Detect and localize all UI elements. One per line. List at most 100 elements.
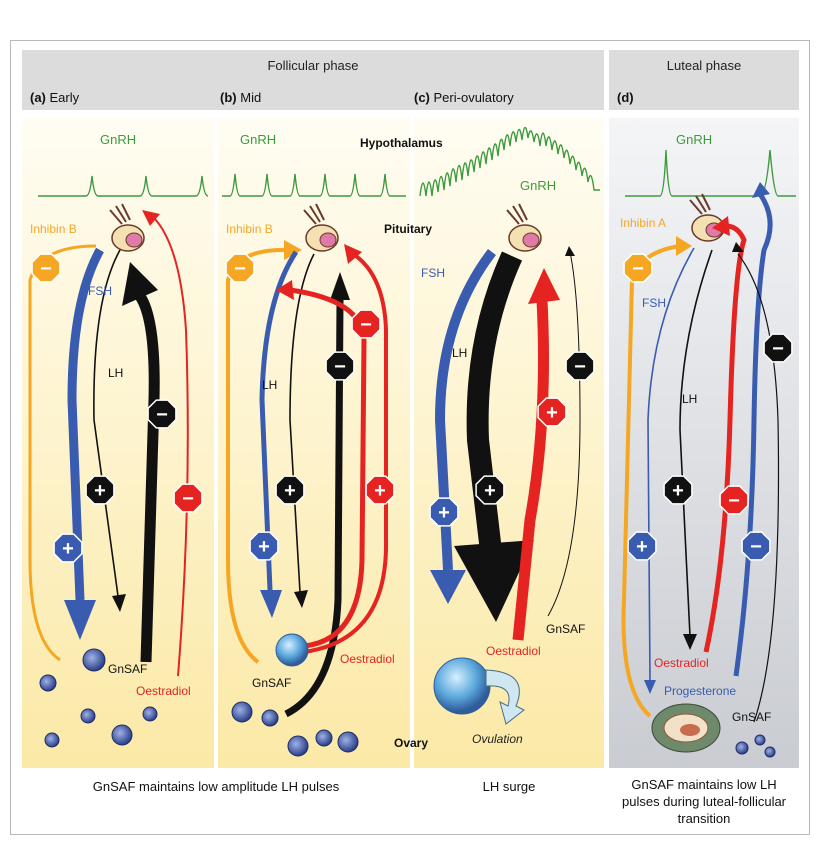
fsh-plus-badge-a: + xyxy=(53,533,83,563)
fsh-plus-badge-b: + xyxy=(249,531,279,561)
gnrh-pulses-d xyxy=(625,149,796,197)
inhibin-b-arrowhead-b xyxy=(284,240,302,260)
oestradiol-minus-badge-a: − xyxy=(173,483,203,513)
oestradiol-label-c: Oestradiol xyxy=(486,644,541,658)
progesterone-arrowhead-d xyxy=(752,182,770,198)
gnsaf-arrow-b xyxy=(284,299,344,718)
progesterone-arrow-d xyxy=(733,192,773,677)
follicles-b xyxy=(231,701,359,757)
gnsaf-arrow-d xyxy=(737,253,780,723)
follicular-header xyxy=(22,50,604,110)
gnsaf-minus-badge-a-sign: − xyxy=(156,404,168,426)
inhibin-a-arrowhead-d xyxy=(676,236,692,256)
pituitary-gland-a xyxy=(109,203,145,252)
inhibin-minus-badge-d: − xyxy=(623,253,653,283)
lh-plus-badge-a: + xyxy=(85,475,115,505)
inhibin-b-label-b: Inhibin B xyxy=(226,222,273,236)
progesterone-label-d: Progesterone xyxy=(664,684,737,698)
lh-label-c: LH xyxy=(452,346,468,360)
gnsaf-arrow-a xyxy=(135,292,160,663)
fsh-arrowhead-a xyxy=(64,600,96,640)
fsh-arrow-b xyxy=(259,250,299,591)
oestradiol-minus-badge-d-sign: − xyxy=(728,490,740,512)
panel-b-label: (b) Mid xyxy=(220,90,262,105)
gnsaf-minus-badge-d-sign: − xyxy=(772,338,784,360)
oestradiol-label-b: Oestradiol xyxy=(340,652,395,666)
gnsaf-label-d: GnSAF xyxy=(732,710,772,724)
gnrh-pulses-c xyxy=(419,126,600,197)
oestradiol-arrow-c xyxy=(512,299,549,641)
oestradiol-label-a: Oestradiol xyxy=(136,684,191,698)
oestradiol-arrowhead-b1 xyxy=(276,280,294,300)
luteal-header xyxy=(609,50,799,110)
fsh-label-d: FSH xyxy=(642,296,666,310)
fsh-arrowhead-c xyxy=(430,570,466,604)
inhibin-b-label-a: Inhibin B xyxy=(30,222,77,236)
inhibin-b-arrow-a xyxy=(28,244,97,662)
ovulating-follicle-c xyxy=(433,657,491,715)
inhibin-b-arrow-b xyxy=(226,247,291,664)
inhibin-minus-badge-a: − xyxy=(31,253,61,283)
lh-arrow-c xyxy=(466,251,523,562)
gnsaf-minus-badge-c-sign: − xyxy=(574,356,586,378)
panel-d-label: (d) xyxy=(617,90,634,105)
ovary-label: Ovary xyxy=(394,736,429,750)
inhibin-a-arrow-d xyxy=(621,244,681,718)
lh-arrowhead-a xyxy=(112,594,126,612)
inhibin-minus-badge-a-sign: − xyxy=(40,258,52,280)
fsh-label-c: FSH xyxy=(421,266,445,280)
panel-a-label: (a) Early xyxy=(30,90,80,105)
follicles-a xyxy=(39,648,158,748)
follicles-d xyxy=(735,734,776,758)
caption-d-line1: GnSAF maintains low LH xyxy=(631,777,777,792)
lh-arrow-a xyxy=(93,249,121,597)
lh-arrowhead-b xyxy=(294,590,308,608)
gnrh-label-a: GnRH xyxy=(100,132,137,147)
follicular-phase-title: Follicular phase xyxy=(267,58,359,73)
oestradiol-arrow-a xyxy=(149,213,189,677)
lh-plus-badge-c: + xyxy=(475,475,505,505)
lh-plus-badge-b-sign: + xyxy=(284,480,296,502)
lh-label-a: LH xyxy=(108,366,124,380)
hypothalamus-label: Hypothalamus xyxy=(360,136,443,150)
caption-d-line2: pulses during luteal-follicular xyxy=(621,794,787,809)
oestradiol-arrow-d xyxy=(703,223,747,653)
fsh-plus-badge-a-sign: + xyxy=(62,538,74,560)
gnsaf-label-a: GnSAF xyxy=(108,662,148,676)
progesterone-minus-badge-d: − xyxy=(741,531,771,561)
oestradiol-arrowhead-c xyxy=(528,268,560,304)
lh-arrowhead-d xyxy=(683,634,697,650)
caption-ab: GnSAF maintains low amplitude LH pulses xyxy=(92,779,340,794)
panel-a-background xyxy=(22,118,214,768)
gnsaf-arrowhead-b xyxy=(330,272,350,300)
oestradiol-arrow-b1 xyxy=(289,287,367,649)
oestradiol-arrowhead-b2 xyxy=(344,244,362,264)
oestradiol-minus-badge-d: − xyxy=(719,485,749,515)
fsh-plus-badge-b-sign: + xyxy=(258,536,270,558)
fsh-arrow-c xyxy=(434,248,496,571)
pituitary-gland-b xyxy=(303,203,339,252)
gnsaf-arrow-c xyxy=(547,251,581,617)
gnsaf-label-b: GnSAF xyxy=(252,676,292,690)
progesterone-minus-badge-d-sign: − xyxy=(750,536,762,558)
gnrh-label-c: GnRH xyxy=(520,178,557,193)
lh-plus-badge-b: + xyxy=(275,475,305,505)
lh-plus-badge-d: + xyxy=(663,475,693,505)
oestradiol-minus-badge-a-sign: − xyxy=(182,488,194,510)
ovulation-arrow-icon xyxy=(485,669,525,725)
gnsaf-minus-badge-b: − xyxy=(325,351,355,381)
oestradiol-label-d: Oestradiol xyxy=(654,656,709,670)
inhibin-minus-badge-b-sign: − xyxy=(234,258,246,280)
oestradiol-minus-badge-b: − xyxy=(351,309,381,339)
oestradiol-plus-badge-b-sign: + xyxy=(374,480,386,502)
dominant-follicle-b xyxy=(275,633,309,667)
gnsaf-minus-badge-d: − xyxy=(763,333,793,363)
oestradiol-arrowhead-a xyxy=(142,210,160,226)
lh-plus-badge-a-sign: + xyxy=(94,480,106,502)
fsh-arrow-d xyxy=(647,247,695,681)
lh-plus-badge-c-sign: + xyxy=(484,480,496,502)
gnsaf-minus-badge-b-sign: − xyxy=(334,356,346,378)
oestradiol-plus-badge-c: + xyxy=(537,397,567,427)
oestradiol-arrow-b2 xyxy=(303,250,389,654)
